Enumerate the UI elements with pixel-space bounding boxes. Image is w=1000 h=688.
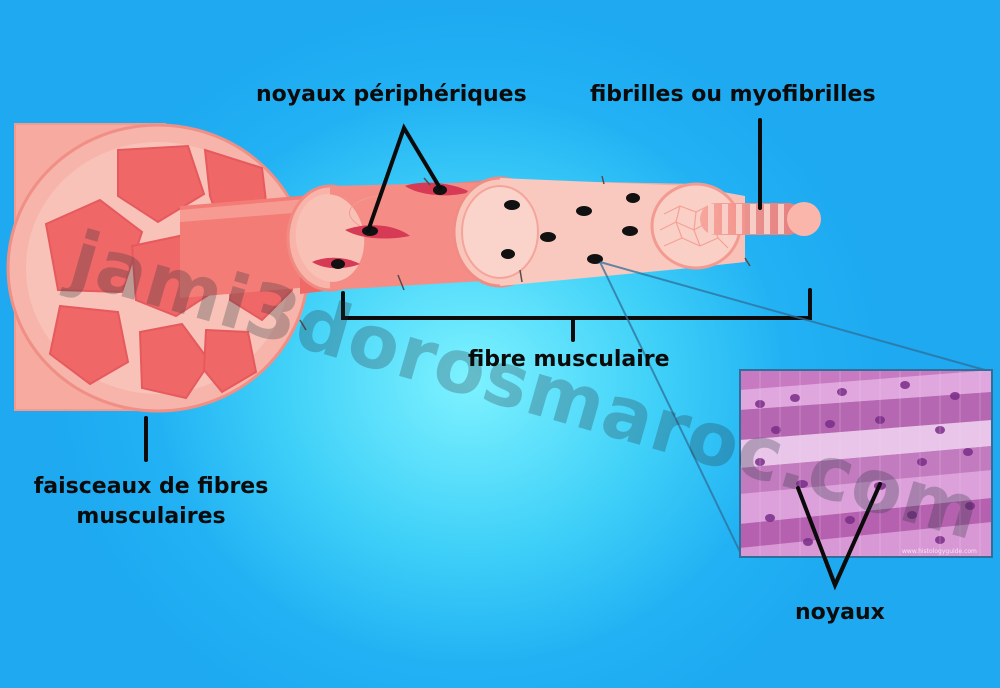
label-fibre-musculaire: fibre musculaire — [468, 347, 670, 372]
label-faisceaux: faisceaux de fibres musculaires — [33, 474, 269, 529]
micrograph — [740, 370, 992, 557]
muscle-fiber — [180, 180, 500, 298]
myofibril — [700, 202, 821, 236]
fibrils-bundle — [650, 182, 821, 270]
zoom-lines — [599, 261, 993, 557]
label-noyaux-peripheriques: noyaux périphériques — [256, 82, 527, 107]
bracket-fibre-musculaire — [341, 288, 812, 342]
fiber-opened-section — [452, 176, 700, 288]
micrograph-credit: www.histologyguide.com — [902, 548, 977, 555]
label-fibrilles: fibrilles ou myofibrilles — [590, 82, 876, 107]
pointer-noyaux-peripheriques — [366, 123, 442, 233]
peripheral-nucleus — [331, 259, 345, 269]
label-noyaux: noyaux — [795, 600, 885, 625]
fiber-nuclei — [501, 193, 640, 264]
nucleus-highlighted — [587, 254, 603, 264]
